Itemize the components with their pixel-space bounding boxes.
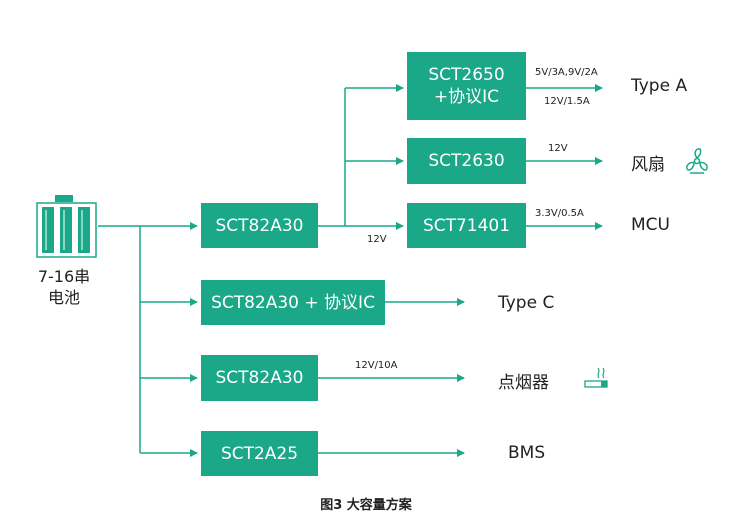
battery-label-line1: 7-16串 — [37, 267, 91, 286]
label-mcu: 3.3V/0.5A — [535, 208, 584, 219]
label-typea-2: 12V/1.5A — [544, 96, 590, 107]
figure-caption: 图3 大容量方案 — [320, 498, 412, 513]
block-sct82a30-main: SCT82A30 — [201, 203, 318, 248]
output-bms: BMS — [508, 443, 546, 463]
label-typea-1: 5V/3A,9V/2A — [535, 67, 598, 78]
label-fan: 12V — [548, 143, 568, 154]
label-bus: 12V — [367, 234, 387, 245]
output-cigarette-lighter: 点烟器 — [498, 373, 549, 393]
battery-label-line2: 电池 — [47, 288, 80, 307]
fan-icon — [686, 148, 708, 174]
block-sct2650-line2: +协议IC — [433, 87, 500, 107]
block-sct82a30-cigarette: SCT82A30 — [201, 355, 318, 401]
output-type-c: Type C — [498, 293, 555, 313]
cigarette-icon — [584, 367, 608, 388]
battery-pack-icon — [36, 195, 97, 258]
block-sct2a25: SCT2A25 — [201, 431, 318, 476]
block-sct82a30-protocol: SCT82A30 + 协议IC — [201, 280, 385, 325]
label-cigarette: 12V/10A — [355, 360, 398, 371]
block-sct2630: SCT2630 — [407, 138, 526, 184]
block-sct2650: SCT2650 +协议IC — [407, 52, 526, 120]
output-fan: 风扇 — [631, 155, 665, 175]
output-mcu: MCU — [631, 215, 670, 235]
block-sct2650-line1: SCT2650 — [428, 65, 505, 85]
output-type-a: Type A — [631, 76, 688, 96]
battery-label: 7-16串 电池 — [28, 266, 100, 308]
block-sct71401: SCT71401 — [407, 203, 526, 248]
